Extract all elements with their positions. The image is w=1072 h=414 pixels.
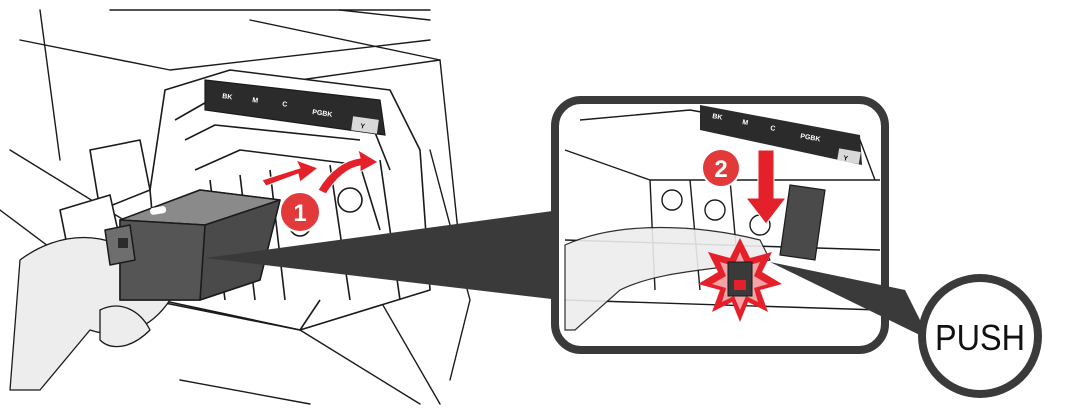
push-bubble: PUSH [918, 274, 1042, 398]
slot-label-c: C [282, 101, 288, 109]
slot-label-m: M [252, 97, 259, 105]
push-label: PUSH [935, 317, 1025, 358]
step-2-number: 2 [714, 156, 727, 183]
step-2-badge: 2 [702, 149, 740, 187]
step-1-badge: 1 [280, 192, 320, 232]
slot-label-bk: BK [222, 93, 233, 101]
step-1-number: 1 [293, 200, 306, 227]
zoom-inset: BK M C PGBK Y 2 [555, 100, 885, 350]
cartridge-latch [728, 262, 752, 296]
